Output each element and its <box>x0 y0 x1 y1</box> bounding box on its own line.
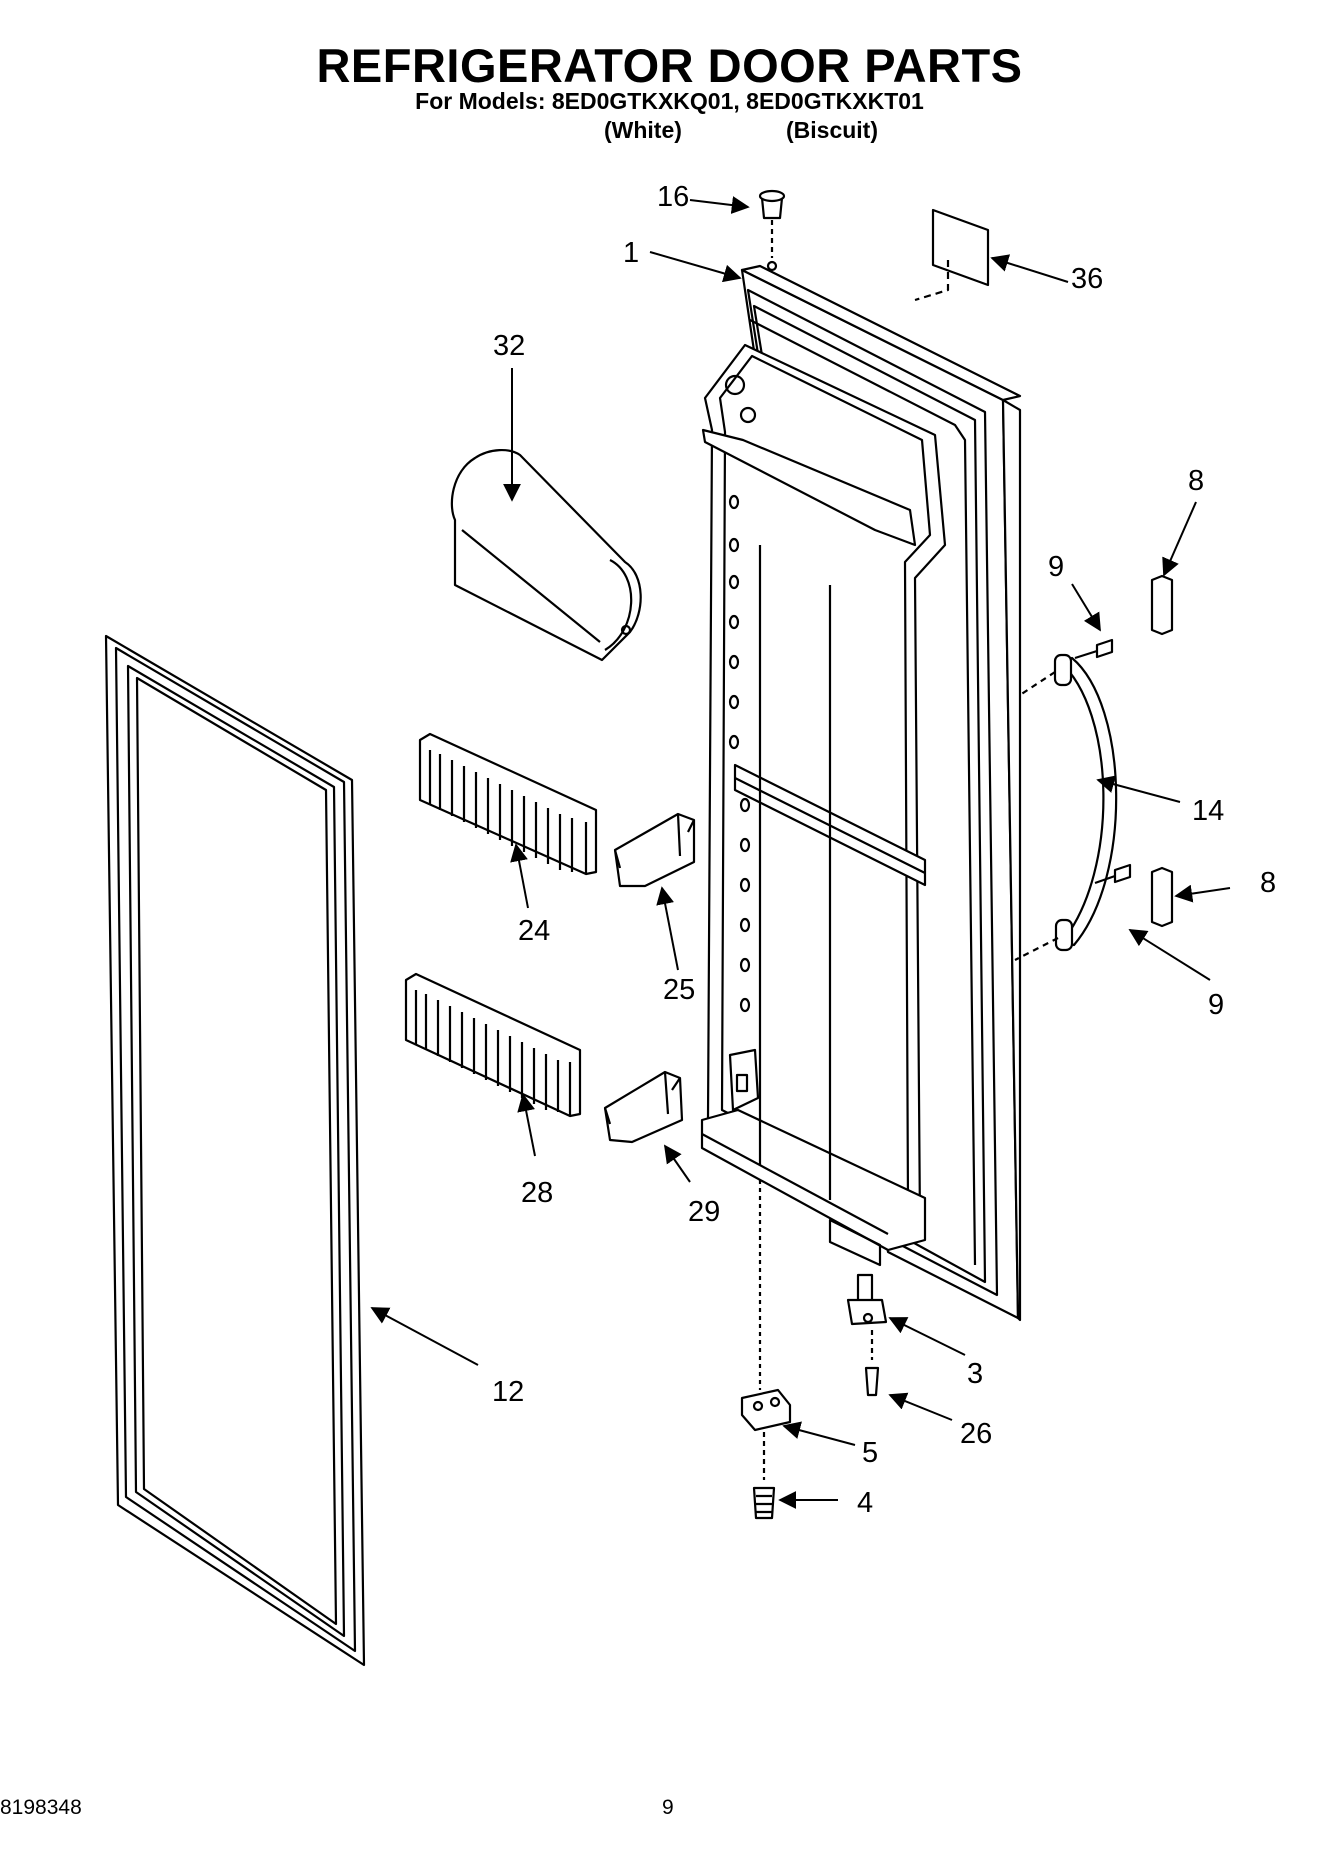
shelf-rail-part-28 <box>404 972 582 1118</box>
variant-white: (White) <box>604 117 682 143</box>
screw-part-9-lower <box>1094 863 1132 885</box>
callout-29: 29 <box>688 1196 720 1228</box>
bracket-part-5 <box>740 1180 792 1432</box>
callout-4: 4 <box>857 1487 873 1519</box>
callout-16: 16 <box>657 181 689 213</box>
variant-biscuit: (Biscuit) <box>786 117 878 143</box>
models-line: For Models: 8ED0GTKXKQ01, 8ED0GTKXKT01 <box>415 88 924 114</box>
callout-24: 24 <box>518 915 550 947</box>
shelf-rail-part-24 <box>418 732 598 876</box>
callout-26: 26 <box>960 1418 992 1450</box>
handle-trim-part-8-upper <box>1150 574 1174 636</box>
page-title: REFRIGERATOR DOOR PARTS <box>316 39 1023 92</box>
dairy-door-part-32 <box>450 449 642 662</box>
page-number: 9 <box>662 1796 674 1819</box>
callout-12: 12 <box>492 1376 524 1408</box>
handle-trim-part-8-lower <box>1150 866 1174 928</box>
leader-lines <box>370 196 1231 1509</box>
screw-part-26 <box>864 1330 880 1397</box>
screw-part-16 <box>758 189 786 272</box>
end-cap-part-25 <box>613 812 696 888</box>
hinge-part-3 <box>846 1273 888 1326</box>
callout-28: 28 <box>521 1177 553 1209</box>
callout-3: 3 <box>967 1358 983 1390</box>
door-handle-part-14 <box>1014 653 1118 961</box>
callout-32: 32 <box>493 330 525 362</box>
callout-36: 36 <box>1071 263 1103 295</box>
callout-25: 25 <box>663 974 695 1006</box>
end-cap-part-29 <box>603 1070 684 1144</box>
callout-9-lower: 9 <box>1208 989 1224 1021</box>
callout-14: 14 <box>1192 795 1224 827</box>
callout-8-upper: 8 <box>1188 465 1204 497</box>
door-liner-holes <box>728 494 751 1013</box>
label-part-36 <box>914 208 990 302</box>
callout-9-upper: 9 <box>1048 551 1064 583</box>
callout-8-lower: 8 <box>1260 867 1276 899</box>
door-gasket-part-12 <box>104 634 366 1667</box>
door-assembly-part-1 <box>700 264 1022 1322</box>
screw-part-9-upper <box>1074 638 1114 660</box>
callout-5: 5 <box>862 1437 878 1469</box>
callout-1: 1 <box>623 237 639 269</box>
screw-part-4 <box>752 1432 776 1520</box>
document-number: 8198348 <box>0 1796 82 1819</box>
